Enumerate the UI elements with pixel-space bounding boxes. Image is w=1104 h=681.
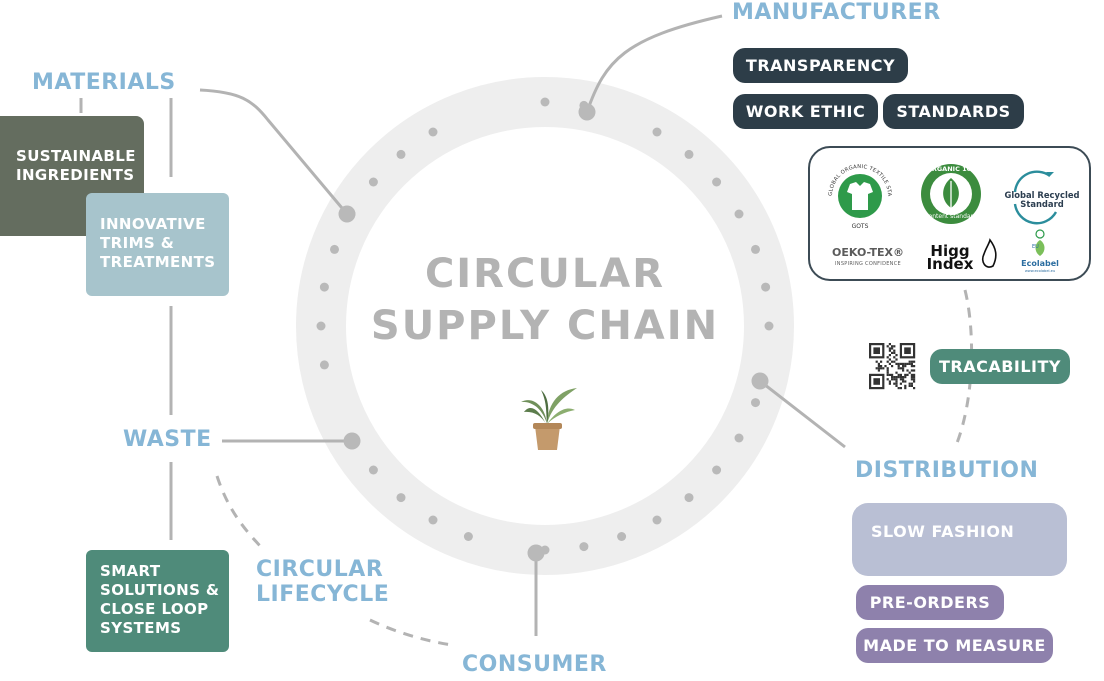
node-distribution (751, 372, 769, 390)
eu-ecolabel-logo-icon: EU Ecolabel www.ecolabel.eu (1021, 229, 1059, 273)
lifecycle-dashed-upper (215, 475, 264, 550)
made-to-measure-pill: MADE TO MEASURE (856, 628, 1053, 663)
smart-line2: SOLUTIONS & (100, 581, 220, 599)
heading-waste: WASTE (123, 427, 212, 452)
distribution-connector (759, 379, 846, 449)
innovative-line2: TRIMS & (100, 234, 175, 252)
grs-text-line1: Global Recycled (1005, 190, 1080, 200)
tracability-pill: TRACABILITY (930, 349, 1070, 384)
ring-dot (734, 433, 744, 443)
ring-dot (712, 465, 722, 475)
innovative-line3: TREATMENTS (100, 253, 216, 271)
heading-circular-lifecycle-line2: LIFECYCLE (256, 582, 390, 608)
qr-code-icon (869, 343, 916, 390)
oekotex-text-2: INSPIRING CONFIDENCE (835, 261, 901, 267)
higg-index-logo-icon: Higg Index (927, 238, 997, 273)
ring-dot (761, 282, 771, 292)
heading-materials: MATERIALS (32, 70, 176, 95)
ring-dot (751, 398, 760, 408)
ring-dot (396, 149, 406, 159)
oekotex-logo-icon: OEKO-TEX® INSPIRING CONFIDENCE (832, 246, 904, 267)
organic100-bottom-text: content standard (925, 213, 977, 220)
heading-circular-lifecycle: CIRCULAR LIFECYCLE (256, 557, 389, 608)
work-ethic-pill: WORK ETHIC (733, 94, 878, 129)
smart-line1: SMART (100, 562, 161, 580)
manufacturer-connector (585, 14, 723, 113)
center-title-line2: SUPPLY CHAIN (370, 303, 720, 349)
node-consumer (527, 544, 545, 562)
sustainable-line2: INGREDIENTS (16, 166, 135, 184)
oekotex-text-1: OEKO-TEX® (832, 246, 904, 259)
gots-logo-icon: GLOBAL ORGANIC TEXTILE STANDARD GOTS (810, 148, 892, 230)
ecolabel-text-3: www.ecolabel.eu (1025, 269, 1055, 273)
heading-circular-lifecycle-line1: CIRCULAR (256, 557, 384, 582)
smart-solutions-box: SMART SOLUTIONS & CLOSE LOOP SYSTEMS (86, 550, 229, 652)
ecolabel-text-1: EU (1032, 244, 1039, 250)
innovative-trims-box: INNOVATIVE TRIMS & TREATMENTS (86, 193, 229, 296)
ring-dot (617, 532, 627, 541)
ring-dot (764, 321, 774, 331)
pre-orders-pill: PRE-ORDERS (856, 585, 1004, 620)
ring-dot (712, 177, 722, 187)
certification-logos: GLOBAL ORGANIC TEXTILE STANDARD GOTS ORG… (810, 148, 1080, 273)
ring-dot (652, 515, 662, 525)
gots-bottom-text: GOTS (852, 223, 869, 230)
organic100-logo-icon: ORGANIC 100 content standard (921, 164, 981, 224)
ring-dot (751, 244, 760, 254)
ring-dot (368, 465, 378, 475)
ring-dot (428, 515, 438, 525)
standards-pill: STANDARDS (883, 94, 1024, 129)
innovative-line1: INNOVATIVE (100, 215, 206, 233)
higg-text-1: Higg (930, 242, 969, 260)
transparency-pill: TRANSPARENCY (733, 48, 908, 83)
heading-manufacturer: MANUFACTURER (732, 0, 941, 25)
ring-dot (684, 493, 694, 503)
sustainable-line1: SUSTAINABLE (16, 147, 136, 165)
ring-dot (316, 321, 326, 331)
materials-connector (199, 88, 349, 215)
heading-distribution: DISTRIBUTION (855, 458, 1039, 483)
ring-dot (319, 360, 329, 370)
higg-text-2: Index (927, 255, 974, 273)
global-recycled-standard-logo-icon: Global Recycled Standard (1005, 170, 1080, 225)
ring-dot (463, 532, 473, 541)
ring-dot (540, 97, 550, 107)
node-manufacturer (578, 103, 596, 121)
ecolabel-text-2: Ecolabel (1021, 259, 1059, 268)
center-title-line1: CIRCULAR (424, 251, 666, 297)
certifications-panel: GLOBAL ORGANIC TEXTILE STANDARD GOTS ORG… (808, 146, 1091, 281)
center-title: CIRCULAR SUPPLY CHAIN (345, 248, 745, 352)
ring-dot (330, 244, 339, 254)
ring-dot (652, 127, 662, 137)
plant-icon (521, 388, 577, 450)
node-waste (343, 432, 361, 450)
smart-line4: SYSTEMS (100, 619, 182, 637)
slow-fashion-pill: SLOW FASHION (852, 503, 1067, 576)
grs-text-line2: Standard (1020, 199, 1063, 209)
lifecycle-dashed-lower (369, 618, 453, 647)
ring-dot (579, 542, 589, 552)
ring-dot (319, 282, 329, 292)
ring-dot (396, 493, 406, 503)
organic100-top-text: ORGANIC 100 (926, 165, 976, 173)
smart-line3: CLOSE LOOP (100, 600, 209, 618)
ring-dot (368, 177, 378, 187)
ring-dot (734, 209, 744, 219)
heading-consumer: CONSUMER (462, 652, 607, 677)
ring-dot (428, 127, 438, 137)
ring-dot (684, 149, 694, 159)
node-materials (338, 205, 356, 223)
